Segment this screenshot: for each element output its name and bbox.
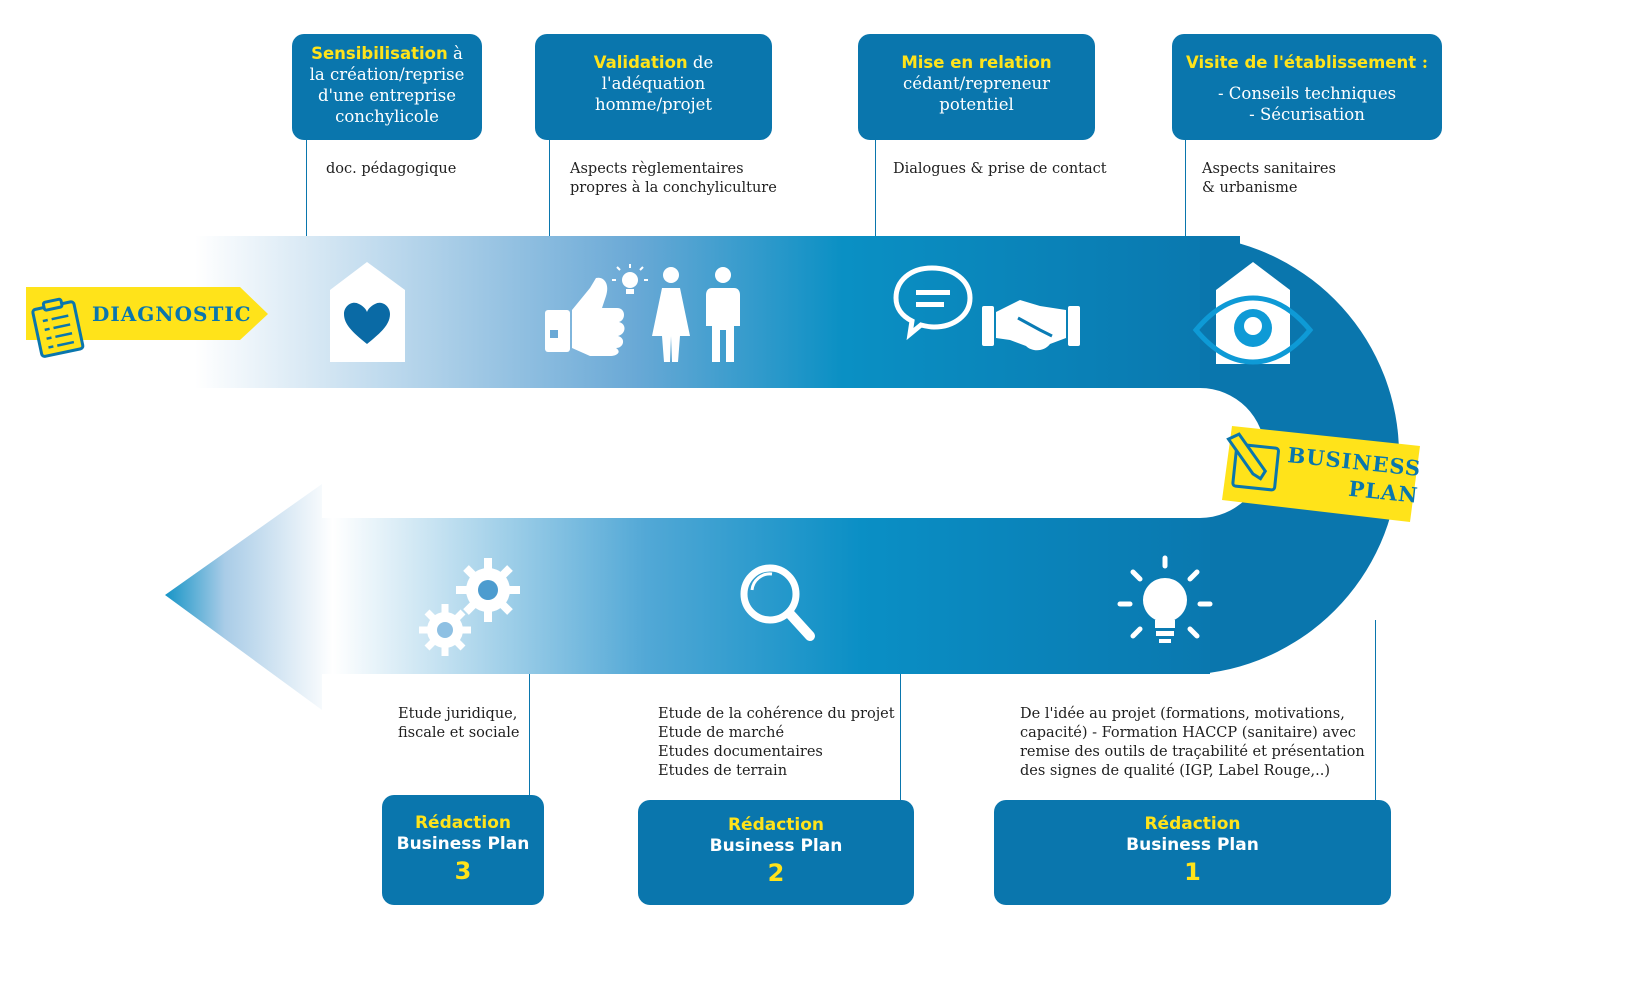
redaction-box-2: Rédaction Business Plan 2 <box>638 800 914 905</box>
note-line: De l'idée au projet (formations, motivat… <box>1020 706 1345 722</box>
clipboard-checklist-icon <box>31 297 85 358</box>
step-title: Validation <box>593 53 688 72</box>
redaction-number: 3 <box>454 857 472 885</box>
step-line: cédant/repreneur <box>903 74 1050 93</box>
diagnostic-label: DIAGNOSTIC <box>92 302 252 326</box>
redaction-title: Rédaction <box>414 813 512 833</box>
note-line: des signes de qualité (IGP, Label Rouge,… <box>1020 763 1330 779</box>
note-validation: Aspects règlementaires propres à la conc… <box>570 160 777 198</box>
redaction-number: 2 <box>767 859 785 887</box>
step-title: Mise en relation <box>901 53 1052 72</box>
note-line: Etudes documentaires <box>658 744 823 760</box>
redaction-title: Rédaction <box>1144 814 1241 834</box>
step-line: potentiel <box>939 95 1014 114</box>
note-line: remise des outils de traçabilité et prés… <box>1020 744 1365 760</box>
step-box-validation: Validation de l'adéquation homme/projet <box>535 34 772 140</box>
step-line: homme/projet <box>594 95 713 114</box>
gears-icon <box>419 558 520 656</box>
note-line: Aspects sanitaires <box>1202 161 1336 177</box>
house-eye-icon <box>1192 262 1314 365</box>
note-line: & urbanisme <box>1202 180 1298 196</box>
note-visite: Aspects sanitaires & urbanisme <box>1202 160 1336 198</box>
note-idee-au-projet: De l'idée au projet (formations, motivat… <box>1020 705 1365 781</box>
step-line: la création/reprise <box>309 65 465 84</box>
note-etude-juridique: Etude juridique, fiscale et sociale <box>398 705 520 743</box>
redaction-number: 1 <box>1184 858 1201 886</box>
house-heart-icon <box>330 262 405 362</box>
step-title-suffix: de <box>687 53 714 72</box>
note-etude-coherence: Etude de la cohérence du projet Etude de… <box>658 705 895 781</box>
note-line: propres à la conchyliculture <box>570 180 777 196</box>
note-line: Etude de la cohérence du projet <box>658 706 895 722</box>
note-line: Etude de marché <box>658 725 785 741</box>
magnifier-icon <box>740 564 815 641</box>
note-sensibilisation: doc. pédagogique <box>326 160 456 179</box>
handshake-icon <box>982 300 1080 351</box>
step-line: l'adéquation <box>601 74 706 93</box>
speech-bubble-icon <box>893 265 973 341</box>
note-mise-en-relation: Dialogues & prise de contact <box>893 160 1107 179</box>
business-plan-tag-shape <box>1222 426 1420 522</box>
redaction-box-3: Rédaction Business Plan 3 <box>382 795 544 905</box>
step-title: Sensibilisation <box>311 44 448 63</box>
note-line: Aspects règlementaires <box>570 161 744 177</box>
step-line: - Conseils techniques <box>1217 84 1397 103</box>
step-line: d'une entreprise <box>318 86 456 105</box>
redaction-subtitle: Business Plan <box>396 834 530 854</box>
lightbulb-icon <box>1117 555 1213 643</box>
step-title: Visite de l'établissement <box>1186 53 1417 72</box>
redaction-title: Rédaction <box>727 815 825 835</box>
pencil-square-icon <box>1226 432 1280 492</box>
note-line: doc. pédagogique <box>326 161 457 177</box>
note-line: Dialogues & prise de contact <box>893 161 1107 177</box>
lower-band-arrow <box>165 484 1210 710</box>
redaction-subtitle: Business Plan <box>709 836 843 856</box>
note-line: Etudes de terrain <box>658 763 788 779</box>
note-line: Etude juridique, <box>398 706 518 722</box>
diagnostic-tag-shape <box>26 287 268 340</box>
note-line: fiscale et sociale <box>398 725 520 741</box>
step-box-visite: Visite de l'établissement : - Conseils t… <box>1172 34 1442 140</box>
step-line: conchylicole <box>335 107 439 126</box>
woman-man-icon <box>652 267 740 362</box>
step-box-sensibilisation: Sensibilisation à la création/reprise d'… <box>292 34 482 140</box>
redaction-box-1: Rédaction Business Plan 1 <box>994 800 1391 905</box>
step-line: - Sécurisation <box>1249 105 1365 124</box>
step-box-mise-en-relation: Mise en relation cédant/repreneur potent… <box>858 34 1095 140</box>
step-title-suffix: à <box>447 44 463 63</box>
step-title-suffix: : <box>1416 53 1428 72</box>
note-line: capacité) - Formation HACCP (sanitaire) … <box>1020 725 1356 741</box>
redaction-subtitle: Business Plan <box>1126 835 1259 855</box>
thumbs-up-idea-icon <box>545 264 648 356</box>
